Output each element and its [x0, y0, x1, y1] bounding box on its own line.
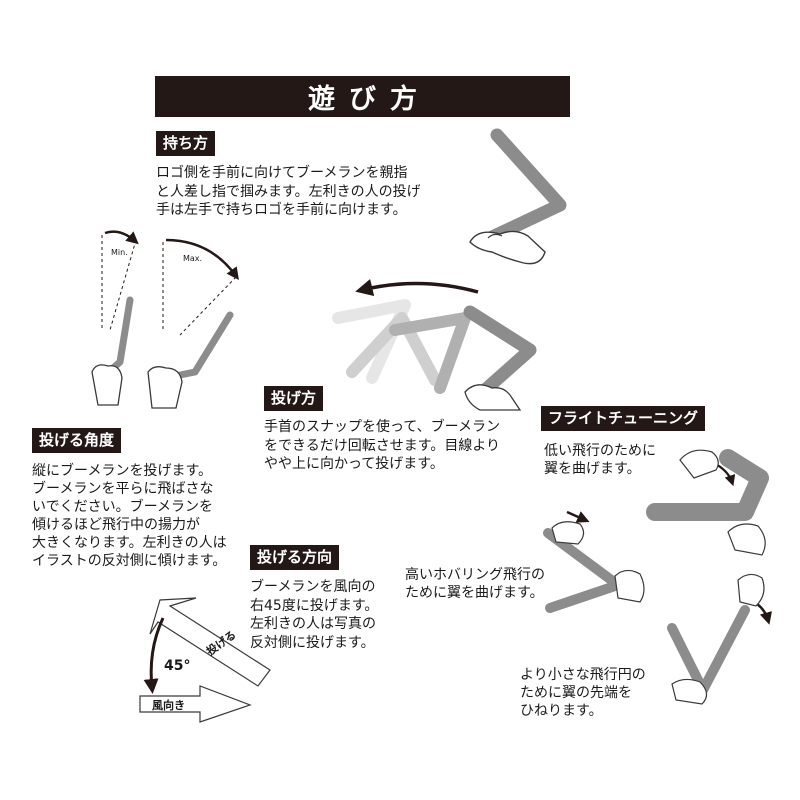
throw-direction-arrow	[149, 597, 271, 687]
holding-hand	[469, 230, 546, 265]
degrees-label: 45°	[164, 658, 191, 674]
angle-text: 縦にブーメランを投げます。 ブーメランを平らに飛ばさな いでください。ブーメラン…	[32, 463, 227, 569]
tuning-hand-6	[671, 678, 708, 705]
angle-label: 投げる角度	[32, 428, 122, 453]
tuning-high-text: 高いホバリング飛行の ために翼を曲げます。	[405, 567, 545, 601]
hold-text: ロゴ側を手前に向けてブーメランを親指 と人差し指で掴みます。左利きの人の投げ 手…	[156, 165, 421, 218]
max-boomerang	[161, 311, 234, 382]
tuning-low-illustration	[646, 449, 769, 556]
tuning-small-illustration	[667, 573, 772, 705]
wind-arrow-label: 風向き	[152, 699, 185, 712]
hand-min	[91, 364, 123, 406]
hold-illustration	[469, 128, 567, 265]
swing-arrow	[355, 279, 479, 297]
direction-text: ブーメランを風向の 右45度に投げます。 左利きの人は写真の 反対側に投げます。	[250, 579, 379, 651]
tuning-low-text: 低い飛行のために 翼を曲げます。	[544, 443, 656, 477]
throw-text: 手首のスナップを使って、ブーメラン をできるだけ回転させます。目線より やや上に…	[264, 419, 501, 472]
bend-arrow-2	[566, 510, 590, 523]
tuning-boomerang-3	[667, 605, 750, 695]
angle-illustration	[91, 230, 239, 409]
tuning-hand-5	[737, 573, 765, 607]
tuning-small-text: より小さな飛行円の ために翼の先端を ひねります。	[520, 667, 646, 719]
min-arc	[104, 230, 139, 245]
tuning-hand-3	[551, 521, 585, 545]
hold-label: 持ち方	[156, 131, 216, 156]
direction-label: 投げる方向	[250, 545, 340, 570]
tuning-label: フライトチューニング	[541, 406, 706, 431]
angle-45-arc	[143, 617, 165, 694]
tuning-hand-1	[679, 449, 719, 479]
tuning-high-illustration	[543, 510, 645, 613]
hand-max	[147, 366, 183, 409]
min-mark: Min.	[111, 248, 128, 257]
throwing-hand	[464, 384, 522, 411]
tuning-hand-2	[727, 523, 766, 556]
wind-arrow	[139, 685, 252, 723]
throw-label: 投げ方	[264, 386, 324, 411]
page-title: 遊び方	[155, 76, 570, 117]
tuning-boomerang-1	[646, 449, 769, 521]
max-mark: Max.	[183, 254, 203, 263]
direction-illustration	[139, 597, 271, 723]
min-boomerang	[100, 296, 134, 380]
held-boomerang	[483, 128, 567, 245]
tuning-boomerang-2	[543, 528, 623, 613]
throwing-boomerang	[463, 305, 537, 397]
throw-illustration	[332, 279, 537, 411]
tuning-hand-4	[614, 569, 645, 603]
max-arc	[165, 238, 239, 281]
